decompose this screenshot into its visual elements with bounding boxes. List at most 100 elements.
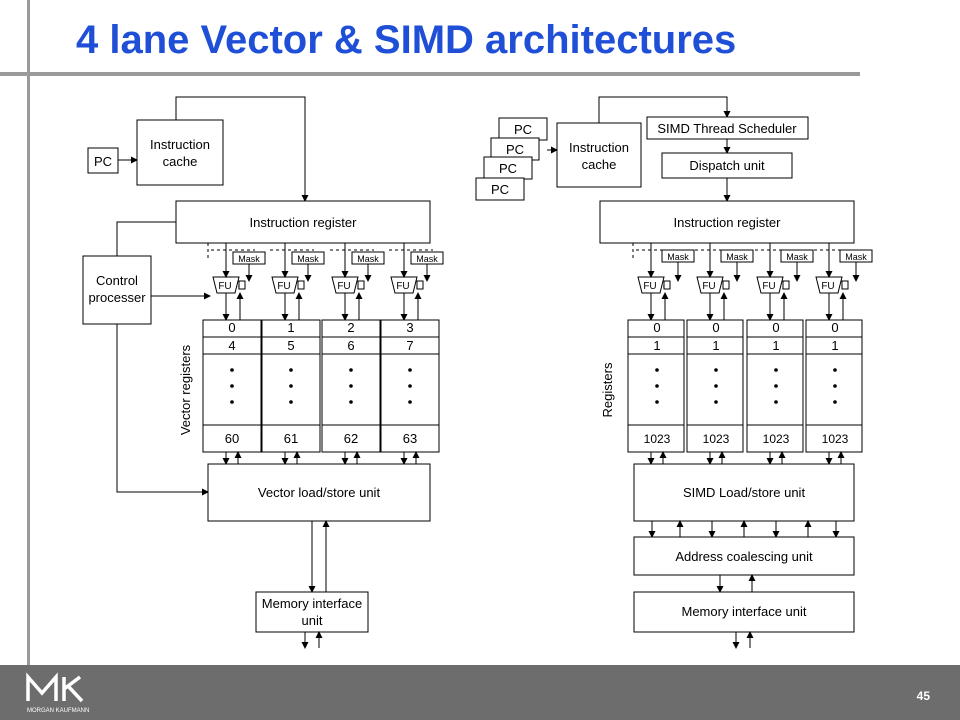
fu-label: FU xyxy=(702,281,715,292)
register-element: 2 xyxy=(347,320,354,335)
register-element: 1 xyxy=(287,320,294,335)
register-element: 1023 xyxy=(644,432,671,446)
register-element: 1 xyxy=(712,338,719,353)
memory-interface-unit xyxy=(255,591,369,633)
fu-label: FU xyxy=(396,281,409,292)
register-ellipsis xyxy=(230,400,234,404)
register-ellipsis xyxy=(833,400,837,404)
memory-interface-label: unit xyxy=(302,613,323,628)
pc-register xyxy=(475,177,525,201)
fu-label: FU xyxy=(277,281,290,292)
register-ellipsis xyxy=(349,368,353,372)
pc-register xyxy=(87,147,119,174)
register-element: 63 xyxy=(403,431,417,446)
instruction-register-label: Instruction register xyxy=(250,215,358,230)
instruction-cache-label: Instruction xyxy=(150,137,210,152)
vector-registers-label: Vector registers xyxy=(178,344,193,435)
pc-label: PC xyxy=(94,154,112,169)
register-element: 4 xyxy=(228,338,235,353)
register-element: 1023 xyxy=(703,432,730,446)
functional-unit xyxy=(390,276,418,294)
register-ellipsis xyxy=(289,368,293,372)
ir-to-control-line xyxy=(116,221,176,256)
register-ellipsis xyxy=(349,400,353,404)
title-horizontal-rule xyxy=(0,72,860,76)
register-ellipsis xyxy=(289,384,293,388)
control-processor-label: processer xyxy=(88,290,146,305)
functional-unit xyxy=(815,276,843,294)
instruction-cache-label: Instruction xyxy=(569,140,629,155)
register-element: 1023 xyxy=(763,432,790,446)
mask-gate xyxy=(841,280,849,290)
instruction-cache-label: cache xyxy=(582,157,617,172)
mask-gate xyxy=(297,280,305,290)
register-ellipsis xyxy=(289,400,293,404)
register-ellipsis xyxy=(230,384,234,388)
mask-label: Mask xyxy=(726,252,748,262)
fu-label: FU xyxy=(821,281,834,292)
register-element: 61 xyxy=(284,431,298,446)
register-ellipsis xyxy=(714,400,718,404)
register-element: 7 xyxy=(406,338,413,353)
pc-label: PC xyxy=(491,182,509,197)
register-element: 1023 xyxy=(822,432,849,446)
register-element: 0 xyxy=(831,320,838,335)
instruction-cache xyxy=(556,122,642,188)
instruction-cache xyxy=(136,119,224,186)
register-element: 60 xyxy=(225,431,239,446)
fu-label: FU xyxy=(218,281,231,292)
mask-gate xyxy=(782,280,790,290)
register-element: 1 xyxy=(772,338,779,353)
register-element: 62 xyxy=(344,431,358,446)
logo-wordmark: MORGAN KAUFMANN xyxy=(27,708,89,714)
control-processor-label: Control xyxy=(96,273,138,288)
cache-to-scheduler-line xyxy=(598,96,731,123)
pc-label: PC xyxy=(506,142,524,157)
register-ellipsis xyxy=(408,400,412,404)
mask-label: Mask xyxy=(416,254,438,264)
title-vertical-rule xyxy=(27,0,30,665)
memory-interface-label: Memory interface unit xyxy=(682,604,807,619)
pc-label: PC xyxy=(514,122,532,137)
dispatch-unit-label: Dispatch unit xyxy=(689,158,765,173)
register-ellipsis xyxy=(408,384,412,388)
pc-label: PC xyxy=(499,161,517,176)
address-coalescing-label: Address coalescing unit xyxy=(675,549,813,564)
mask-label: Mask xyxy=(786,252,808,262)
register-element: 3 xyxy=(406,320,413,335)
mask-gate xyxy=(357,280,365,290)
register-element: 0 xyxy=(772,320,779,335)
functional-unit xyxy=(212,276,240,294)
register-element: 0 xyxy=(228,320,235,335)
fu-label: FU xyxy=(643,281,656,292)
mask-gate xyxy=(416,280,424,290)
register-ellipsis xyxy=(774,384,778,388)
instruction-register xyxy=(175,200,431,244)
vector-load-store-unit xyxy=(207,463,431,522)
simd-load-store-unit xyxy=(633,463,855,522)
register-element: 0 xyxy=(712,320,719,335)
mask-label: Mask xyxy=(238,254,260,264)
address-coalescing-unit xyxy=(633,536,855,576)
mask-label: Mask xyxy=(667,252,689,262)
cache-to-ir-line xyxy=(175,96,309,202)
register-element: 5 xyxy=(287,338,294,353)
footer-bar: MORGAN KAUFMANN 45 xyxy=(0,665,960,720)
mask-label: Mask xyxy=(357,254,379,264)
dispatch-unit xyxy=(661,152,793,179)
mask-label: Mask xyxy=(297,254,319,264)
register-ellipsis xyxy=(833,384,837,388)
fu-label: FU xyxy=(337,281,350,292)
instruction-register xyxy=(599,200,855,244)
register-ellipsis xyxy=(714,384,718,388)
register-element: 1 xyxy=(831,338,838,353)
functional-unit xyxy=(271,276,299,294)
register-ellipsis xyxy=(349,384,353,388)
mask-gate xyxy=(238,280,246,290)
register-ellipsis xyxy=(655,384,659,388)
register-element: 1 xyxy=(653,338,660,353)
functional-unit xyxy=(331,276,359,294)
functional-unit xyxy=(696,276,724,294)
